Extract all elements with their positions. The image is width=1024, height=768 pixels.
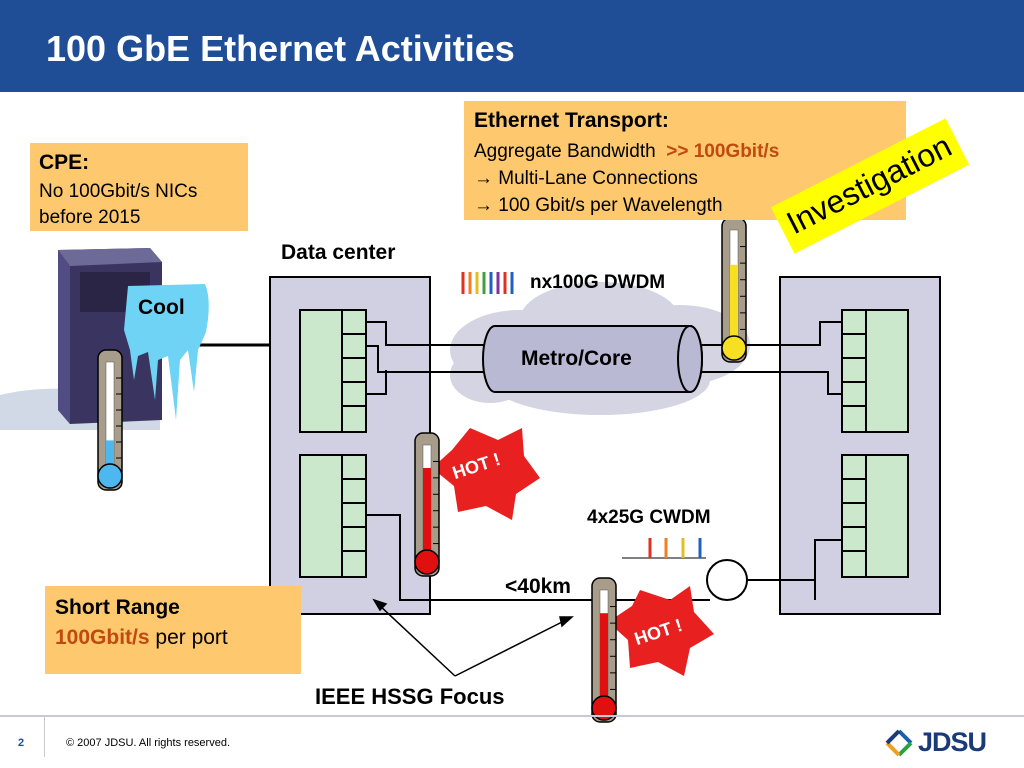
- thermometer-transport: [721, 217, 747, 363]
- dwdm-lanes: [461, 272, 514, 294]
- cool-label: Cool: [138, 296, 185, 319]
- transport-line3: → 100 Gbit/s per Wavelength: [474, 195, 723, 216]
- left-data-center: [269, 276, 710, 615]
- short-range-heading: Short Range: [55, 596, 180, 619]
- jdsu-logo-icon: [884, 728, 914, 758]
- cpe-heading: CPE:: [39, 151, 90, 174]
- cwdm-label: 4x25G CWDM: [587, 507, 711, 528]
- title-bar: [0, 0, 1024, 92]
- transport-line1: Aggregate Bandwidth >> 100Gbit/s: [474, 141, 780, 162]
- hot-burst-1: [432, 428, 540, 520]
- data-center-label: Data center: [281, 241, 396, 264]
- right-data-center: [690, 276, 941, 615]
- jdsu-logo-text: JDSU: [918, 727, 987, 757]
- short-range-line: 100Gbit/s per port: [55, 626, 228, 649]
- short-range-callout: Short Range 100Gbit/s per port: [45, 586, 301, 674]
- dwdm-label: nx100G DWDM: [530, 272, 666, 293]
- thermometer-cpe: [97, 349, 123, 491]
- thermometer-data-center: [414, 432, 440, 577]
- fiber-loop: [706, 559, 748, 601]
- footer-tick: [44, 717, 45, 757]
- slide-title: 100 GbE Ethernet Activities: [46, 28, 515, 69]
- distance-label: <40km: [505, 575, 571, 598]
- ieee-arrows: [372, 598, 574, 677]
- thermometers: [97, 217, 747, 723]
- metro-core-label: Metro/Core: [521, 347, 632, 370]
- copyright-text: © 2007 JDSU. All rights reserved.: [66, 737, 231, 749]
- page-number: 2: [18, 737, 25, 749]
- cwdm-lanes: [622, 538, 706, 559]
- transport-heading: Ethernet Transport:: [474, 109, 669, 132]
- metro-core-cylinder: [482, 325, 703, 393]
- footer-divider: [0, 715, 1024, 717]
- cpe-line1: No 100Gbit/s NICs: [39, 181, 198, 202]
- cpe-line2: before 2015: [39, 207, 141, 228]
- ieee-focus-label: IEEE HSSG Focus: [315, 684, 505, 709]
- transport-line2: → Multi-Lane Connections: [474, 168, 698, 189]
- cpe-callout: CPE: No 100Gbit/s NICs before 2015: [30, 143, 248, 231]
- thermometer-short-range: [591, 577, 617, 723]
- cool-ice-shape: [124, 284, 209, 420]
- hot-burst-2: [608, 586, 714, 676]
